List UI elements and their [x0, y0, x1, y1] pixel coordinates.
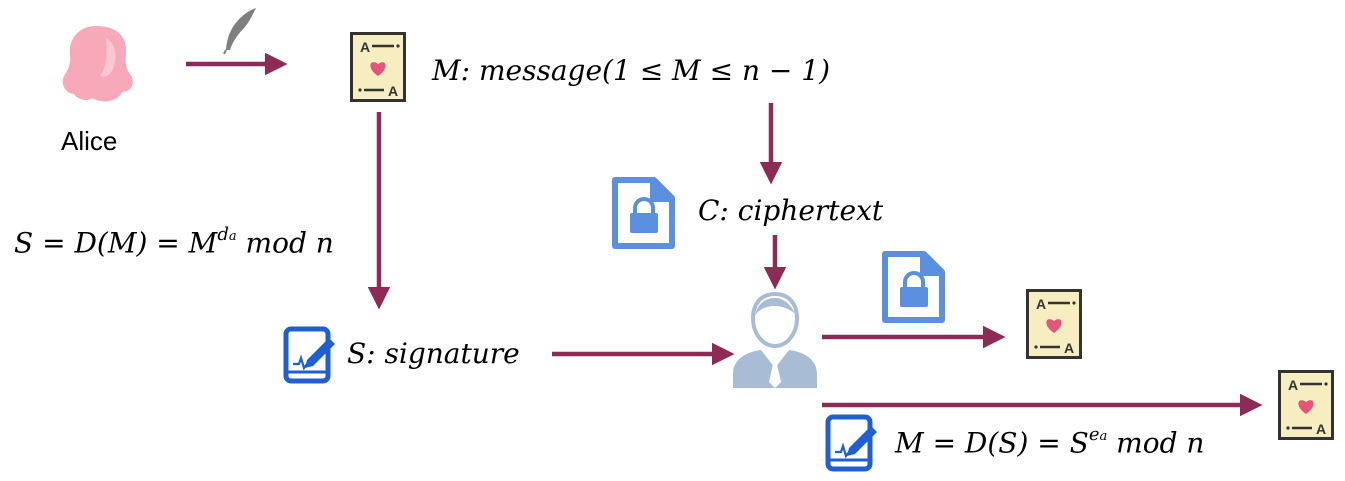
verify-formula-base: M = D(S) = S	[895, 426, 1089, 460]
person-icon	[733, 291, 817, 388]
sign-formula: S = D(M) = Mda mod n	[14, 226, 334, 260]
sign-formula-tail: mod n	[236, 226, 334, 260]
signature-tablet-icon	[286, 329, 335, 381]
decrypted-doc-icon	[1026, 289, 1082, 359]
verify-tablet-icon	[828, 417, 877, 469]
verify-formula-exponent: ea	[1088, 424, 1108, 445]
verify-formula: M = D(S) = Sea mod n	[895, 426, 1205, 460]
ciphertext-lock-doc-icon	[615, 180, 672, 246]
signature-label: S: signature	[347, 337, 520, 370]
ciphertext-label: C: ciphertext	[698, 194, 884, 227]
verified-doc-icon	[1278, 370, 1334, 440]
alice-label: Alice	[61, 126, 118, 156]
alice-silhouette-icon	[62, 26, 133, 102]
arrows	[186, 52, 1263, 417]
message-doc-icon	[350, 32, 406, 102]
message-label: M: message(1 ≤ M ≤ n − 1)	[432, 54, 831, 87]
received-lock-doc-icon	[885, 254, 942, 320]
verify-formula-tail: mod n	[1107, 426, 1205, 460]
quill-icon	[223, 8, 256, 55]
sign-formula-base: S = D(M) = M	[14, 226, 218, 260]
sign-formula-exponent: da	[217, 224, 237, 245]
